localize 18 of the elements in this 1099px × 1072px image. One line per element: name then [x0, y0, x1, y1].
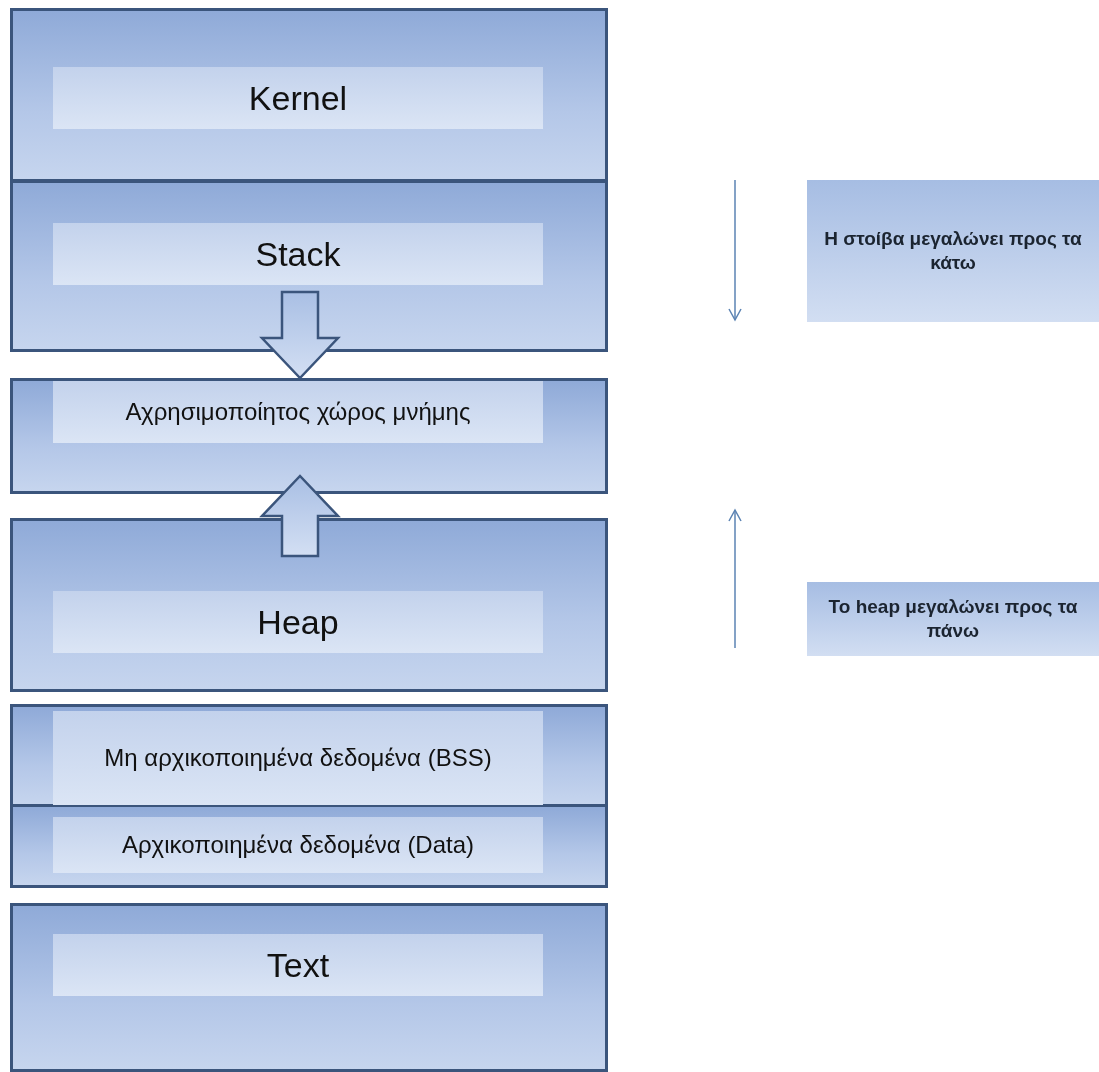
memory-segment: [10, 518, 608, 692]
block-arrow: [259, 474, 341, 558]
note-box: Το heap μεγαλώνει προς τα πάνω: [807, 582, 1099, 656]
segment-label: Αχρησιμοποίητος χώρος μνήμης: [53, 381, 543, 443]
memory-segment: [10, 180, 608, 352]
memory-segment: [10, 378, 608, 494]
block-arrow: [259, 290, 341, 380]
note-box: Η στοίβα μεγαλώνει προς τα κάτω: [807, 180, 1099, 322]
memory-segment: [10, 704, 608, 808]
segment-label: Text: [53, 934, 543, 996]
segment-label: Αρχικοποιημένα δεδομένα (Data): [53, 817, 543, 873]
segment-label: Μη αρχικοποιημένα δεδομένα (BSS): [53, 711, 543, 805]
memory-segment: [10, 903, 608, 1072]
segment-label: Kernel: [53, 67, 543, 129]
segment-label: Stack: [53, 223, 543, 285]
segment-label: Heap: [53, 591, 543, 653]
memory-segment: [10, 804, 608, 888]
memory-segment: [10, 8, 608, 182]
